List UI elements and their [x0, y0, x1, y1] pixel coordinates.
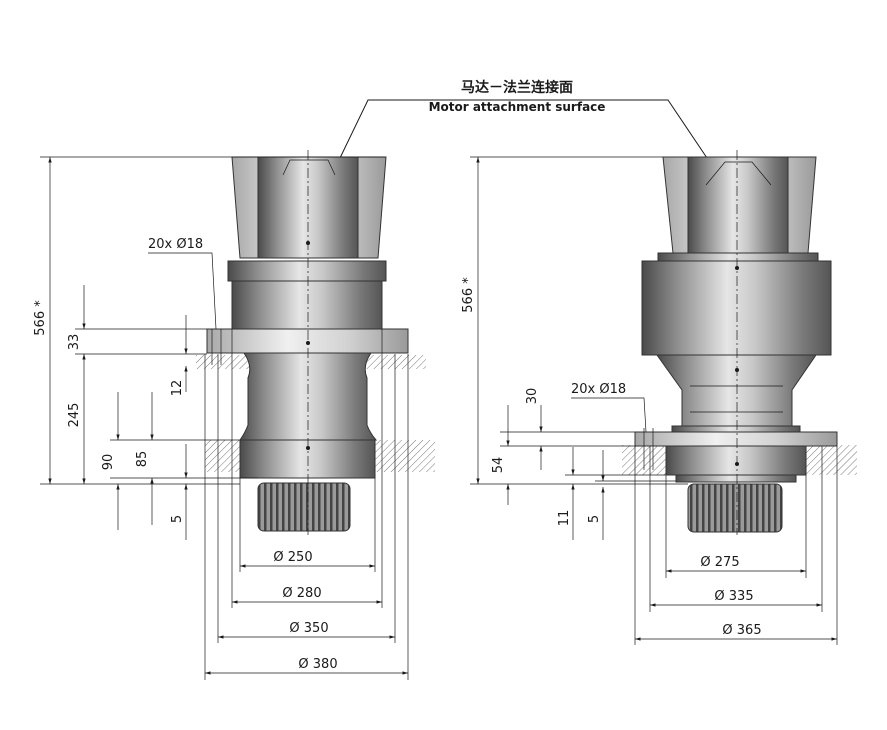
mounting-flange: [206, 328, 409, 354]
dim-335-label: Ø 335: [714, 589, 753, 604]
dim-275-label: Ø 275: [700, 555, 739, 570]
motor-adapter-core: [687, 156, 789, 254]
center-mark: [735, 462, 739, 466]
dim-30-label: 30: [525, 388, 540, 405]
holes-leader: [571, 397, 647, 433]
upper-collar: [227, 260, 387, 282]
dim-566-label: 566 *: [461, 277, 476, 313]
dim-33-label: 33: [67, 334, 82, 351]
main-housing: [641, 260, 832, 356]
dim-350-label: Ø 350: [289, 621, 328, 636]
dim-566-label: 566 *: [33, 300, 48, 336]
label-cn: 马达－法兰连接面: [461, 79, 573, 96]
label-leader: [339, 99, 708, 159]
center-mark: [735, 266, 739, 270]
dim-365-label: Ø 365: [722, 623, 761, 638]
output-pinion: [687, 483, 783, 533]
adapter-ring: [657, 252, 819, 262]
neck: [656, 354, 817, 427]
upper-body: [231, 280, 383, 330]
dim-85-label: 85: [135, 451, 150, 468]
lower-ring: [675, 474, 797, 483]
right-gearbox-view: 566 * 30 54 11 5 20x Ø18 Ø 275 Ø 335: [461, 150, 857, 645]
dim-280-label: Ø 280: [282, 586, 321, 601]
dim-245-label: 245: [67, 403, 82, 428]
center-mark: [306, 446, 310, 450]
label-en: Motor attachment surface: [429, 100, 606, 114]
dim-90-label: 90: [101, 454, 116, 471]
dim-11-label: 11: [557, 510, 572, 527]
adapter-bore: [282, 159, 336, 176]
neck: [239, 352, 378, 441]
lower-housing: [665, 445, 807, 476]
dim-5-label: 5: [587, 515, 602, 523]
holes-leader: [148, 252, 217, 330]
dim-5-label: 5: [170, 515, 185, 523]
neck-ring: [671, 425, 801, 433]
center-mark: [306, 341, 310, 345]
lower-housing: [239, 439, 376, 479]
holes-callout: 20x Ø18: [571, 382, 626, 397]
dim-250-label: Ø 250: [273, 550, 312, 565]
dim-12-label: 12: [170, 380, 185, 397]
motor-attachment-label: 马达－法兰连接面 Motor attachment surface: [339, 79, 708, 159]
holes-callout: 20x Ø18: [148, 237, 203, 252]
adapter-bore: [705, 161, 772, 186]
dim-380-label: Ø 380: [298, 657, 337, 672]
mounting-flange: [634, 431, 838, 447]
left-gearbox-view: 566 * 33 245 12 90 85 5 20x Ø18: [33, 150, 435, 680]
center-mark: [735, 368, 739, 372]
output-pinion: [257, 482, 351, 532]
dim-54-label: 54: [491, 457, 506, 474]
center-mark: [306, 241, 310, 245]
